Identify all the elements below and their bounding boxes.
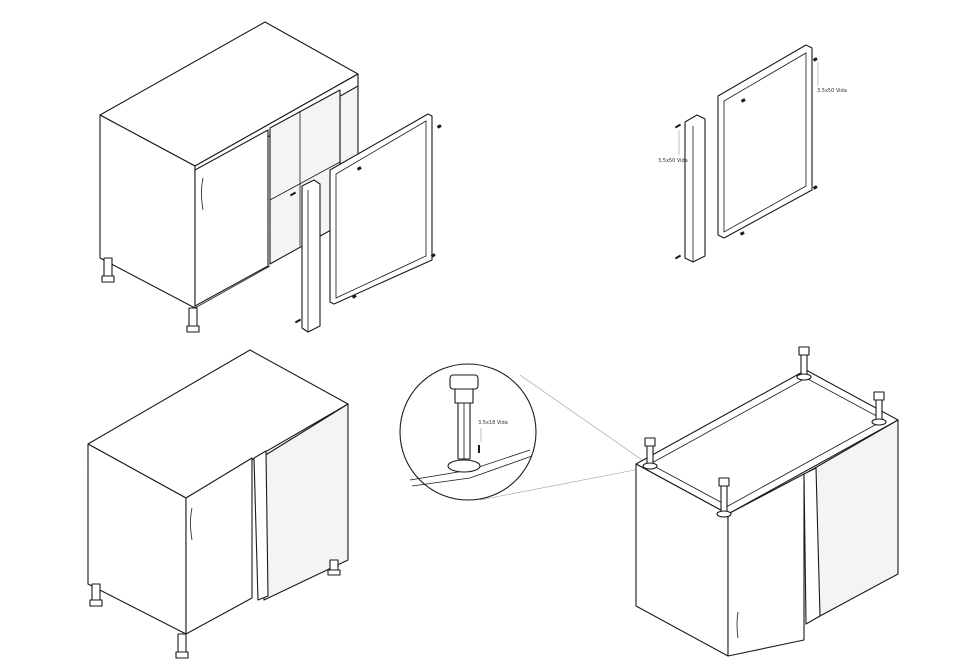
- screw-icon: [674, 57, 818, 260]
- step4-foot-install: 3.5x18 Vida: [399, 346, 899, 657]
- door-handle: [190, 507, 193, 541]
- assembled-door: [185, 457, 253, 635]
- detail-panel: [717, 44, 813, 239]
- foot-icon: [871, 391, 887, 426]
- door-handle: [736, 611, 739, 639]
- side-panel: [329, 113, 433, 305]
- door-handle: [201, 177, 204, 211]
- step1-cabinet-exploded: [99, 21, 442, 333]
- inverted-post: [803, 467, 821, 625]
- foot-detail: [447, 374, 481, 473]
- detail-post: [684, 114, 706, 263]
- inverted-door: [727, 473, 805, 657]
- step2-panel-detail: 3.5x50 Vida 3,5x50 Vida: [658, 44, 847, 263]
- cabinet-door: [194, 129, 269, 307]
- vertical-post: [301, 179, 321, 333]
- post-screw-label: 3,5x50 Vida: [658, 158, 688, 164]
- foot-screw-label: 3.5x18 Vida: [478, 420, 508, 426]
- screw-icon: [289, 124, 442, 324]
- assembled-post: [253, 450, 269, 601]
- foot-icon: [796, 346, 812, 381]
- foot-icon: [716, 477, 732, 518]
- foot-icon: [642, 437, 658, 470]
- panel-screw-label: 3.5x50 Vida: [817, 88, 847, 94]
- assembled-front-right: [263, 403, 349, 601]
- step3-cabinet-assembled: [87, 349, 349, 659]
